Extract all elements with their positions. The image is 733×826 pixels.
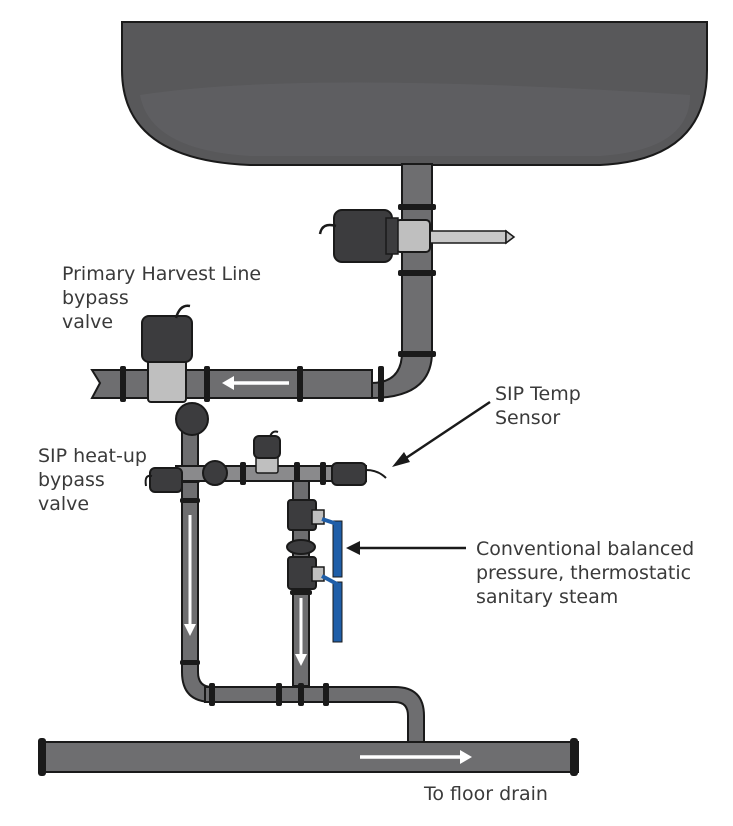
pipe-end-cap (38, 738, 46, 776)
thermostatic-steam-valve-lower (287, 556, 343, 643)
union-fitting (286, 539, 316, 555)
label-line: SIP Temp (495, 383, 581, 405)
pipe-clamp (290, 590, 312, 595)
label-line: To floor drain (424, 783, 548, 805)
label-line: valve (62, 311, 114, 333)
ball-valve (202, 460, 228, 486)
label-line: bypass (38, 469, 105, 491)
pipe-clamp (398, 351, 436, 357)
label-line: pressure, thermostatic (476, 562, 692, 584)
pipe-clamp (398, 270, 436, 276)
floor-drain-pipe (38, 738, 579, 776)
top-small-valve (253, 430, 281, 474)
pipe-clamp (240, 462, 246, 485)
pipe-clamp (297, 366, 303, 402)
tank-outlet-valve (318, 209, 516, 263)
label-line: bypass (62, 287, 129, 309)
pipe-clamp (209, 683, 215, 706)
pipe-clamp (323, 683, 329, 706)
label-line: Sensor (495, 407, 561, 429)
pipe-clamp (276, 683, 282, 706)
pipe-clamp (180, 660, 200, 665)
bottom-collector-pipe (204, 683, 425, 745)
pipe-clamp (398, 204, 436, 210)
sip-temp-sensor-label: SIP Temp Sensor (495, 382, 581, 430)
valve-actuator (333, 209, 393, 263)
label-line: SIP heat-up (38, 445, 147, 467)
conventional-steam-label: Conventional balanced pressure, thermost… (476, 537, 694, 609)
harvest-line-pipe (90, 366, 384, 402)
steam-valve-handle (332, 581, 343, 643)
thermostatic-steam-valve-upper (287, 499, 343, 578)
pipe-clamp (378, 366, 384, 402)
pipe-end-cap (570, 738, 578, 776)
valve-body (395, 219, 431, 253)
sip-heatup-bypass-valve (144, 467, 183, 493)
floor-drain-label: To floor drain (424, 782, 548, 806)
probe-rod (427, 230, 507, 244)
tank-outlet-pipe (370, 163, 436, 400)
valve-body (147, 357, 187, 403)
pipe-clamp (120, 366, 126, 402)
sip-temp-callout-arrow (392, 400, 491, 467)
ball-valve (175, 402, 209, 436)
pipe-clamp (204, 366, 210, 402)
steam-callout-arrow (346, 541, 466, 555)
tank (121, 21, 708, 166)
pipe-clamp (180, 498, 200, 503)
primary-harvest-bypass-label: Primary Harvest Line bypass valve (62, 262, 261, 334)
sip-heatup-bypass-label: SIP heat-up bypass valve (38, 444, 147, 516)
pipe-clamp (298, 683, 304, 706)
valve-actuator (141, 315, 193, 363)
sip-temp-sensor (331, 462, 387, 486)
pipe-clamp (294, 462, 300, 485)
primary-harvest-bypass-valve (141, 304, 193, 403)
label-line: Primary Harvest Line (62, 263, 262, 285)
pipe-clamp (320, 462, 326, 485)
label-line: Conventional balanced (476, 538, 695, 560)
label-line: sanitary steam (476, 586, 619, 608)
label-line: valve (38, 493, 90, 515)
steam-valve-handle (332, 520, 343, 578)
left-drain-pipe (180, 411, 213, 704)
